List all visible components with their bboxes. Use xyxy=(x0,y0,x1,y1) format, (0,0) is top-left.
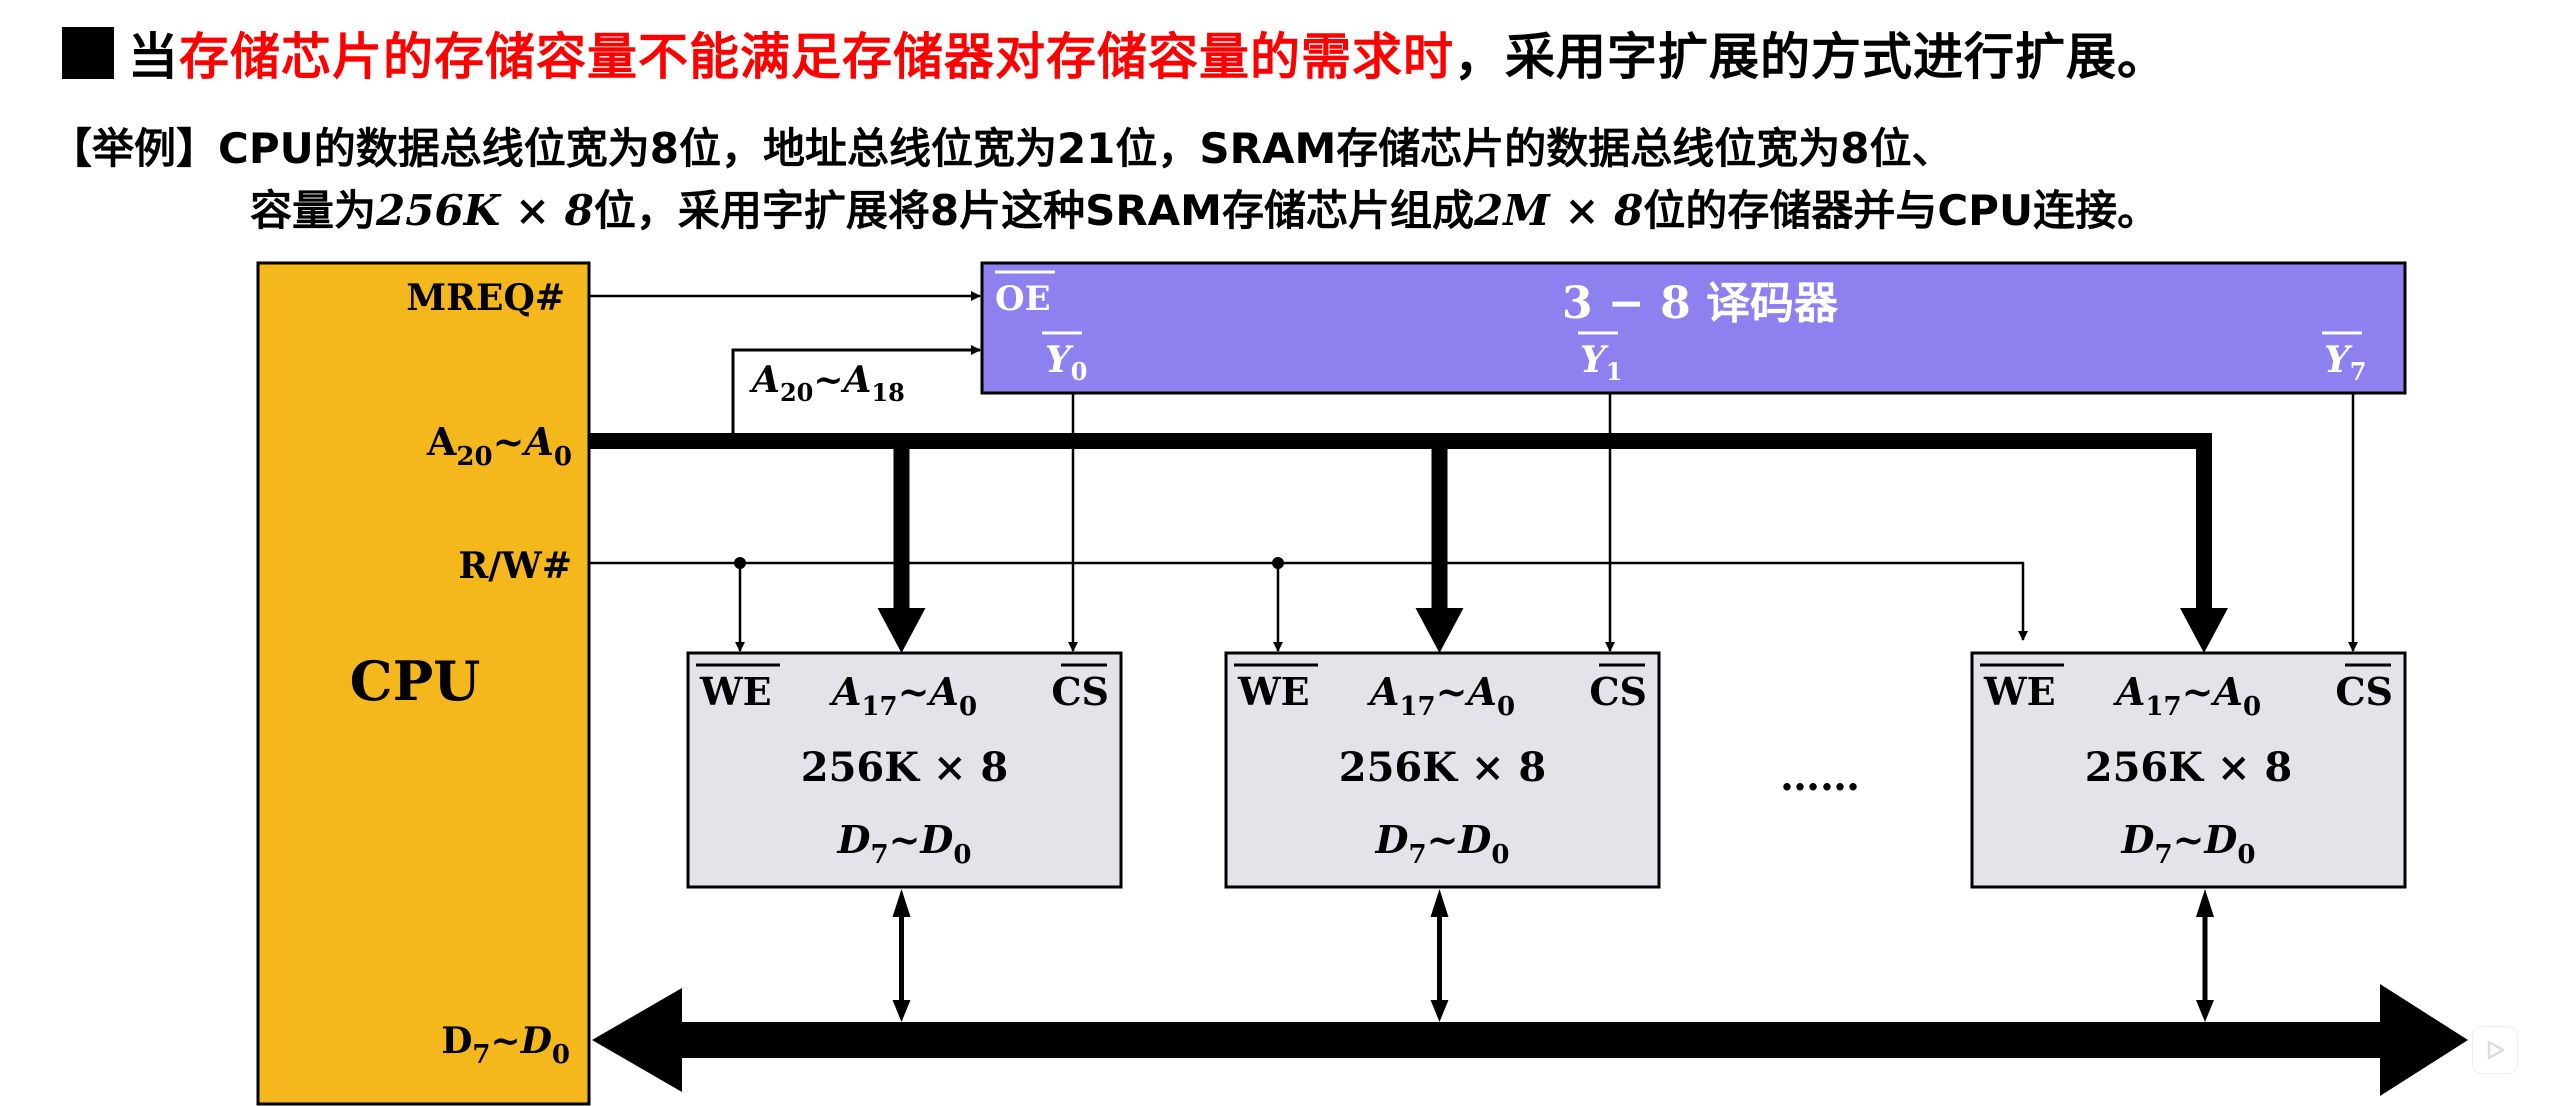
heading-suffix: ，采用字扩展的方式进行扩展。 xyxy=(1454,28,2168,86)
chip-data-label: D7~D0 xyxy=(2121,817,2256,870)
example-tag: 【举例】 xyxy=(50,124,219,173)
cpu-pin-address-label: A xyxy=(426,419,457,464)
chip-capacity-label: 256K × 8 xyxy=(2085,744,2292,791)
sram-chip: WE A17~A0 CS 256K × 8 D7~D0 xyxy=(686,651,1123,889)
chip-capacity-label: 256K × 8 xyxy=(1339,744,1546,791)
example-line-1: 【举例】CPU的数据总线位宽为8位，地址总线位宽为21位，SRAM存储芯片的数据… xyxy=(50,118,2159,180)
address-drops xyxy=(877,441,2228,653)
decoder-input-label: A20~A18 xyxy=(749,359,905,407)
example-text: 【举例】CPU的数据总线位宽为8位，地址总线位宽为21位，SRAM存储芯片的数据… xyxy=(50,118,2159,242)
sram-chip-box xyxy=(1224,651,1661,889)
data-bus-links xyxy=(892,889,2214,1022)
chip-address-label: A17~A0 xyxy=(1367,669,1515,722)
data-link-arrow-up xyxy=(1430,889,1449,917)
address-bus xyxy=(589,433,2212,610)
cpu-box xyxy=(256,261,591,1106)
cpu-pin-address: A20~A0 xyxy=(426,419,572,472)
example-line1-text: CPU的数据总线位宽为8位，地址总线位宽为21位，SRAM存储芯片的数据总线位宽… xyxy=(218,124,1954,173)
data-link-arrow-up xyxy=(892,889,911,917)
sram-chip-box xyxy=(686,651,1123,889)
example-line2-b: 位，采用字扩展将8片这种SRAM存储芯片组成 xyxy=(593,186,1474,235)
chip-capacity-label: 256K × 8 xyxy=(801,744,1008,791)
example-chip-capacity: 256K × 8 xyxy=(376,186,594,235)
sram-chip: WE A17~A0 CS 256K × 8 D7~D0 xyxy=(1224,651,1661,889)
chip-data-label: D7~D0 xyxy=(837,817,972,870)
svg-text:Y1: Y1 xyxy=(1580,339,1622,386)
example-line-2: 容量为256K × 8位，采用字扩展将8片这种SRAM存储芯片组成2M × 8位… xyxy=(50,180,2159,242)
data-link-arrow-up xyxy=(2196,889,2214,917)
chip-we-label: WE xyxy=(699,669,772,714)
cpu-pin-rw: R/W# xyxy=(458,545,572,587)
example-line2-a: 容量为 xyxy=(250,186,377,235)
chip-data-label: D7~D0 xyxy=(1375,817,1510,870)
rw-signal-line xyxy=(589,561,2028,641)
chip-address-label: A17~A0 xyxy=(829,669,977,722)
chip-cs-label: CS xyxy=(1051,669,1109,714)
address-drop-arrowhead xyxy=(1415,608,1464,653)
example-memory-capacity: 2M × 8 xyxy=(1473,186,1644,235)
data-link-arrow-down xyxy=(1430,1000,1449,1022)
cpu-pin-mreq: MREQ# xyxy=(406,277,565,319)
chip-cs-label: CS xyxy=(1589,669,1647,714)
rw-branches xyxy=(734,557,1284,652)
slide-heading: 当 存储芯片的存储容量不能满足存储器对存储容量的需求时 ，采用字扩展的方式进行扩… xyxy=(62,18,2168,88)
heading-prefix: 当 xyxy=(128,28,179,86)
address-drop-arrowhead xyxy=(877,608,926,653)
example-line2-c: 位的存储器并与CPU连接。 xyxy=(1643,186,2160,235)
data-link-arrow-down xyxy=(2196,1000,2214,1022)
chip-address-label: A17~A0 xyxy=(2113,669,2261,722)
bullet-square-icon xyxy=(62,27,114,79)
chip-we-label: WE xyxy=(1983,669,2056,714)
address-drop-arrowhead xyxy=(2180,608,2228,653)
chip-select-lines xyxy=(1068,393,2358,652)
decoder-title: 3 − 8 译码器 xyxy=(1562,278,1839,329)
more-chips-ellipsis: …… xyxy=(1780,753,1860,800)
sram-chip-box xyxy=(1970,651,2407,889)
data-link-arrow-down xyxy=(892,1000,911,1022)
chip-we-label: WE xyxy=(1237,669,1310,714)
decoder-input-line xyxy=(731,345,981,441)
cpu-title: CPU xyxy=(350,649,481,713)
data-bus xyxy=(592,984,2468,1096)
decoder-output-y1: Y1 xyxy=(1578,331,1622,386)
chip-cs-label: CS xyxy=(2335,669,2393,714)
sram-chips: WE A17~A0 CS 256K × 8 D7~D0 WE A17~A0 CS 256K × … xyxy=(686,651,2407,889)
cpu-pin-data: D7~D0 xyxy=(441,1020,570,1070)
decoder-enable-oe: OE xyxy=(995,279,1051,319)
decoder-box xyxy=(980,261,2407,395)
heading-highlight: 存储芯片的存储容量不能满足存储器对存储容量的需求时 xyxy=(179,28,1454,86)
sram-chip: WE A17~A0 CS 256K × 8 D7~D0 xyxy=(1970,651,2407,889)
play-tv-icon xyxy=(2472,1026,2518,1074)
